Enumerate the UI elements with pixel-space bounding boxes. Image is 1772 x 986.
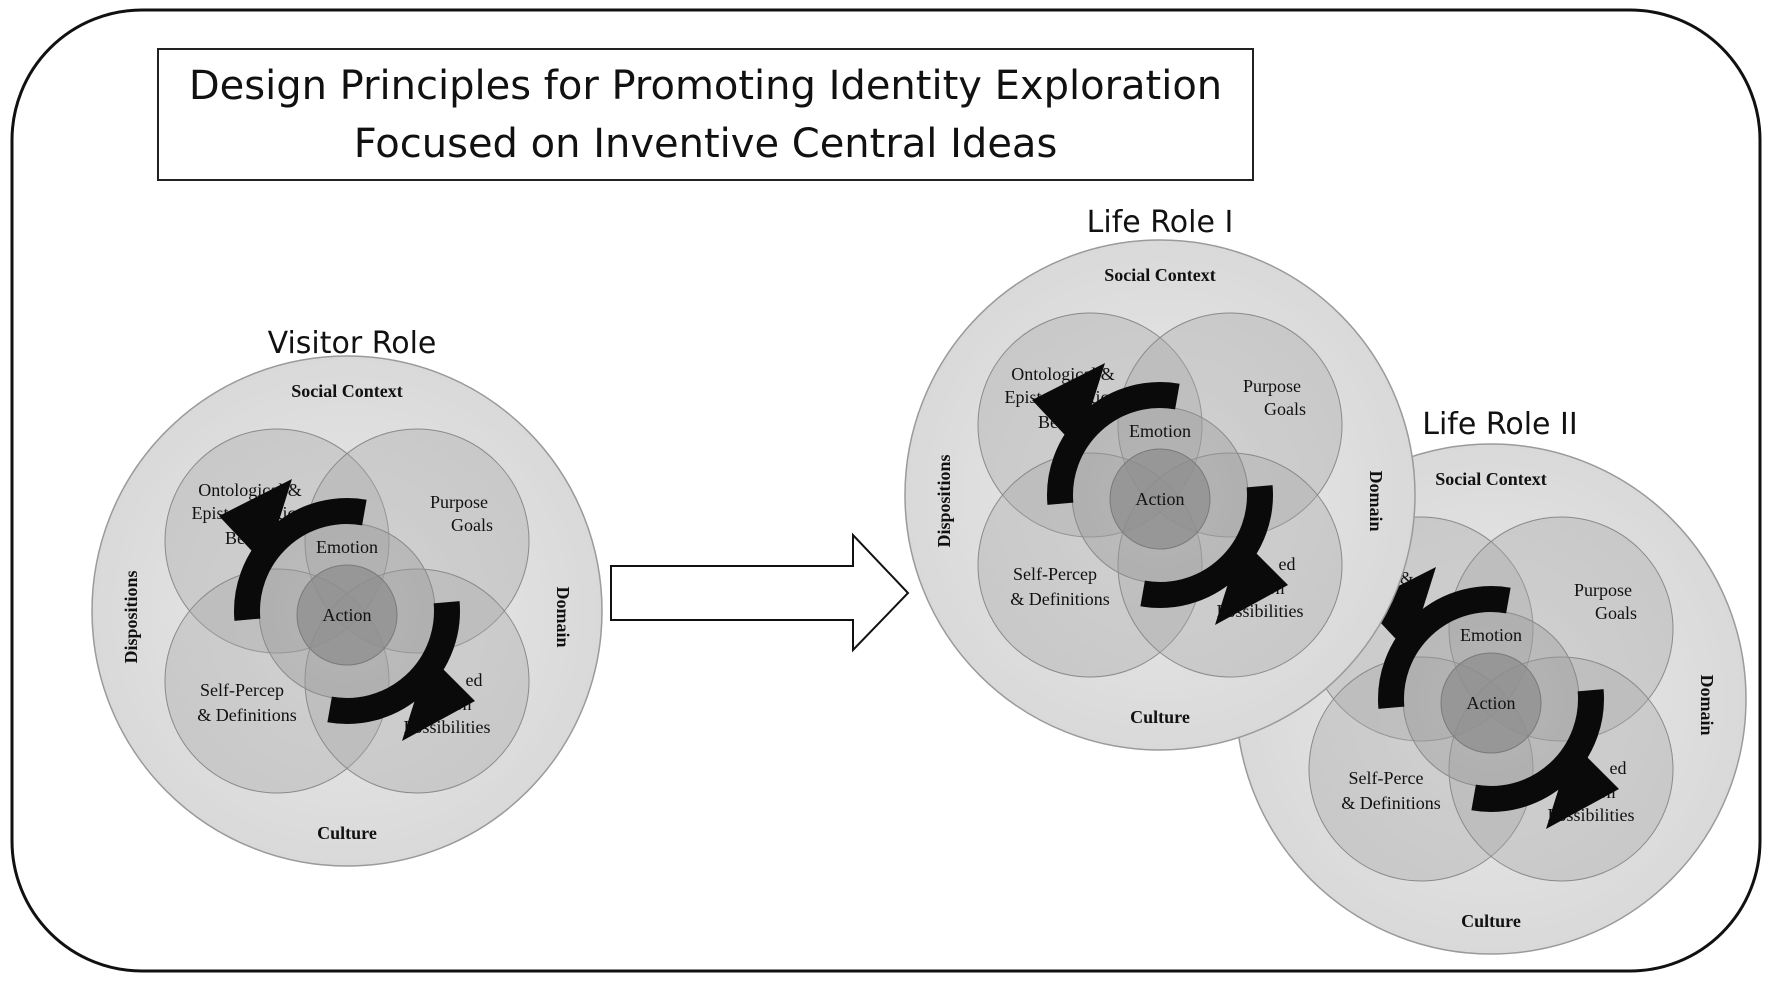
visitor-role-heading: Visitor Role — [268, 326, 437, 361]
self-perception-label: Self-Perce — [1349, 768, 1424, 788]
goals-label: Goals — [451, 515, 493, 535]
cycle-arrow-arc-lower — [1471, 689, 1604, 812]
life-role-ii-diagram: Social ContextCultureDiDomaincal &ologic… — [1235, 443, 1747, 955]
cycle-arrowhead-upper — [219, 479, 292, 565]
definitions-label: & Definitions — [1341, 793, 1441, 813]
culture-label: Culture — [1130, 707, 1190, 727]
action-possibilities-label-1: ed — [466, 670, 483, 690]
life-role-ii-heading: Life Role II — [1422, 407, 1577, 442]
action-circle — [296, 564, 398, 666]
title-line-1: Design Principles for Promoting Identity… — [188, 62, 1223, 109]
cycle-arrowhead-lower — [402, 655, 475, 741]
cycle-arrow-arc-upper — [1378, 586, 1511, 709]
action-label: Action — [323, 605, 372, 625]
goals-label: Goals — [1264, 399, 1306, 419]
cycle-arrowhead-lower — [1546, 743, 1619, 829]
cycle-arrow-arc-upper — [234, 498, 367, 621]
goals-label: Goals — [1595, 603, 1637, 623]
title-line-2: Focused on Inventive Central Ideas — [353, 120, 1058, 167]
dispositions-label: Dispositions — [121, 570, 141, 663]
self-perception-label: Self-Percep — [200, 680, 284, 700]
action-possibilities-label-1: ed — [1279, 554, 1296, 574]
definitions-label: & Definitions — [197, 705, 297, 725]
domain-label: Domain — [1697, 674, 1717, 735]
social-context-label: Social Context — [1435, 469, 1547, 489]
action-label: Action — [1136, 489, 1185, 509]
cycle-arrowhead-upper — [1363, 567, 1436, 653]
transition-arrow — [610, 532, 910, 653]
action-label: Action — [1467, 693, 1516, 713]
cycle-arrow-arc-lower — [1140, 485, 1273, 608]
action-possibilities-label-1: ed — [1610, 758, 1627, 778]
social-context-label: Social Context — [1104, 265, 1216, 285]
cycle-arrowhead-lower — [1215, 539, 1288, 625]
emotion-label: Emotion — [1129, 421, 1191, 441]
purpose-label: Purpose — [1243, 376, 1301, 396]
action-circle — [1109, 448, 1211, 550]
definitions-label: & Definitions — [1010, 589, 1110, 609]
action-circle — [1440, 652, 1542, 754]
emotion-label: Emotion — [316, 537, 378, 557]
self-perception-label: Self-Percep — [1013, 564, 1097, 584]
cycle-arrowhead-upper — [1032, 363, 1105, 449]
culture-label: Culture — [1461, 911, 1521, 931]
dispositions-label: Dispositions — [934, 454, 954, 547]
purpose-label: Purpose — [430, 492, 488, 512]
domain-label: Domain — [553, 586, 573, 647]
title-box: Design Principles for Promoting Identity… — [157, 48, 1254, 181]
culture-label: Culture — [317, 823, 377, 843]
cycle-arrow-arc-upper — [1047, 382, 1180, 505]
life-role-i-heading: Life Role I — [1087, 205, 1234, 240]
emotion-label: Emotion — [1460, 625, 1522, 645]
domain-label: Domain — [1366, 470, 1386, 531]
cycle-arrow-arc-lower — [327, 601, 460, 724]
purpose-label: Purpose — [1574, 580, 1632, 600]
social-context-label: Social Context — [291, 381, 403, 401]
